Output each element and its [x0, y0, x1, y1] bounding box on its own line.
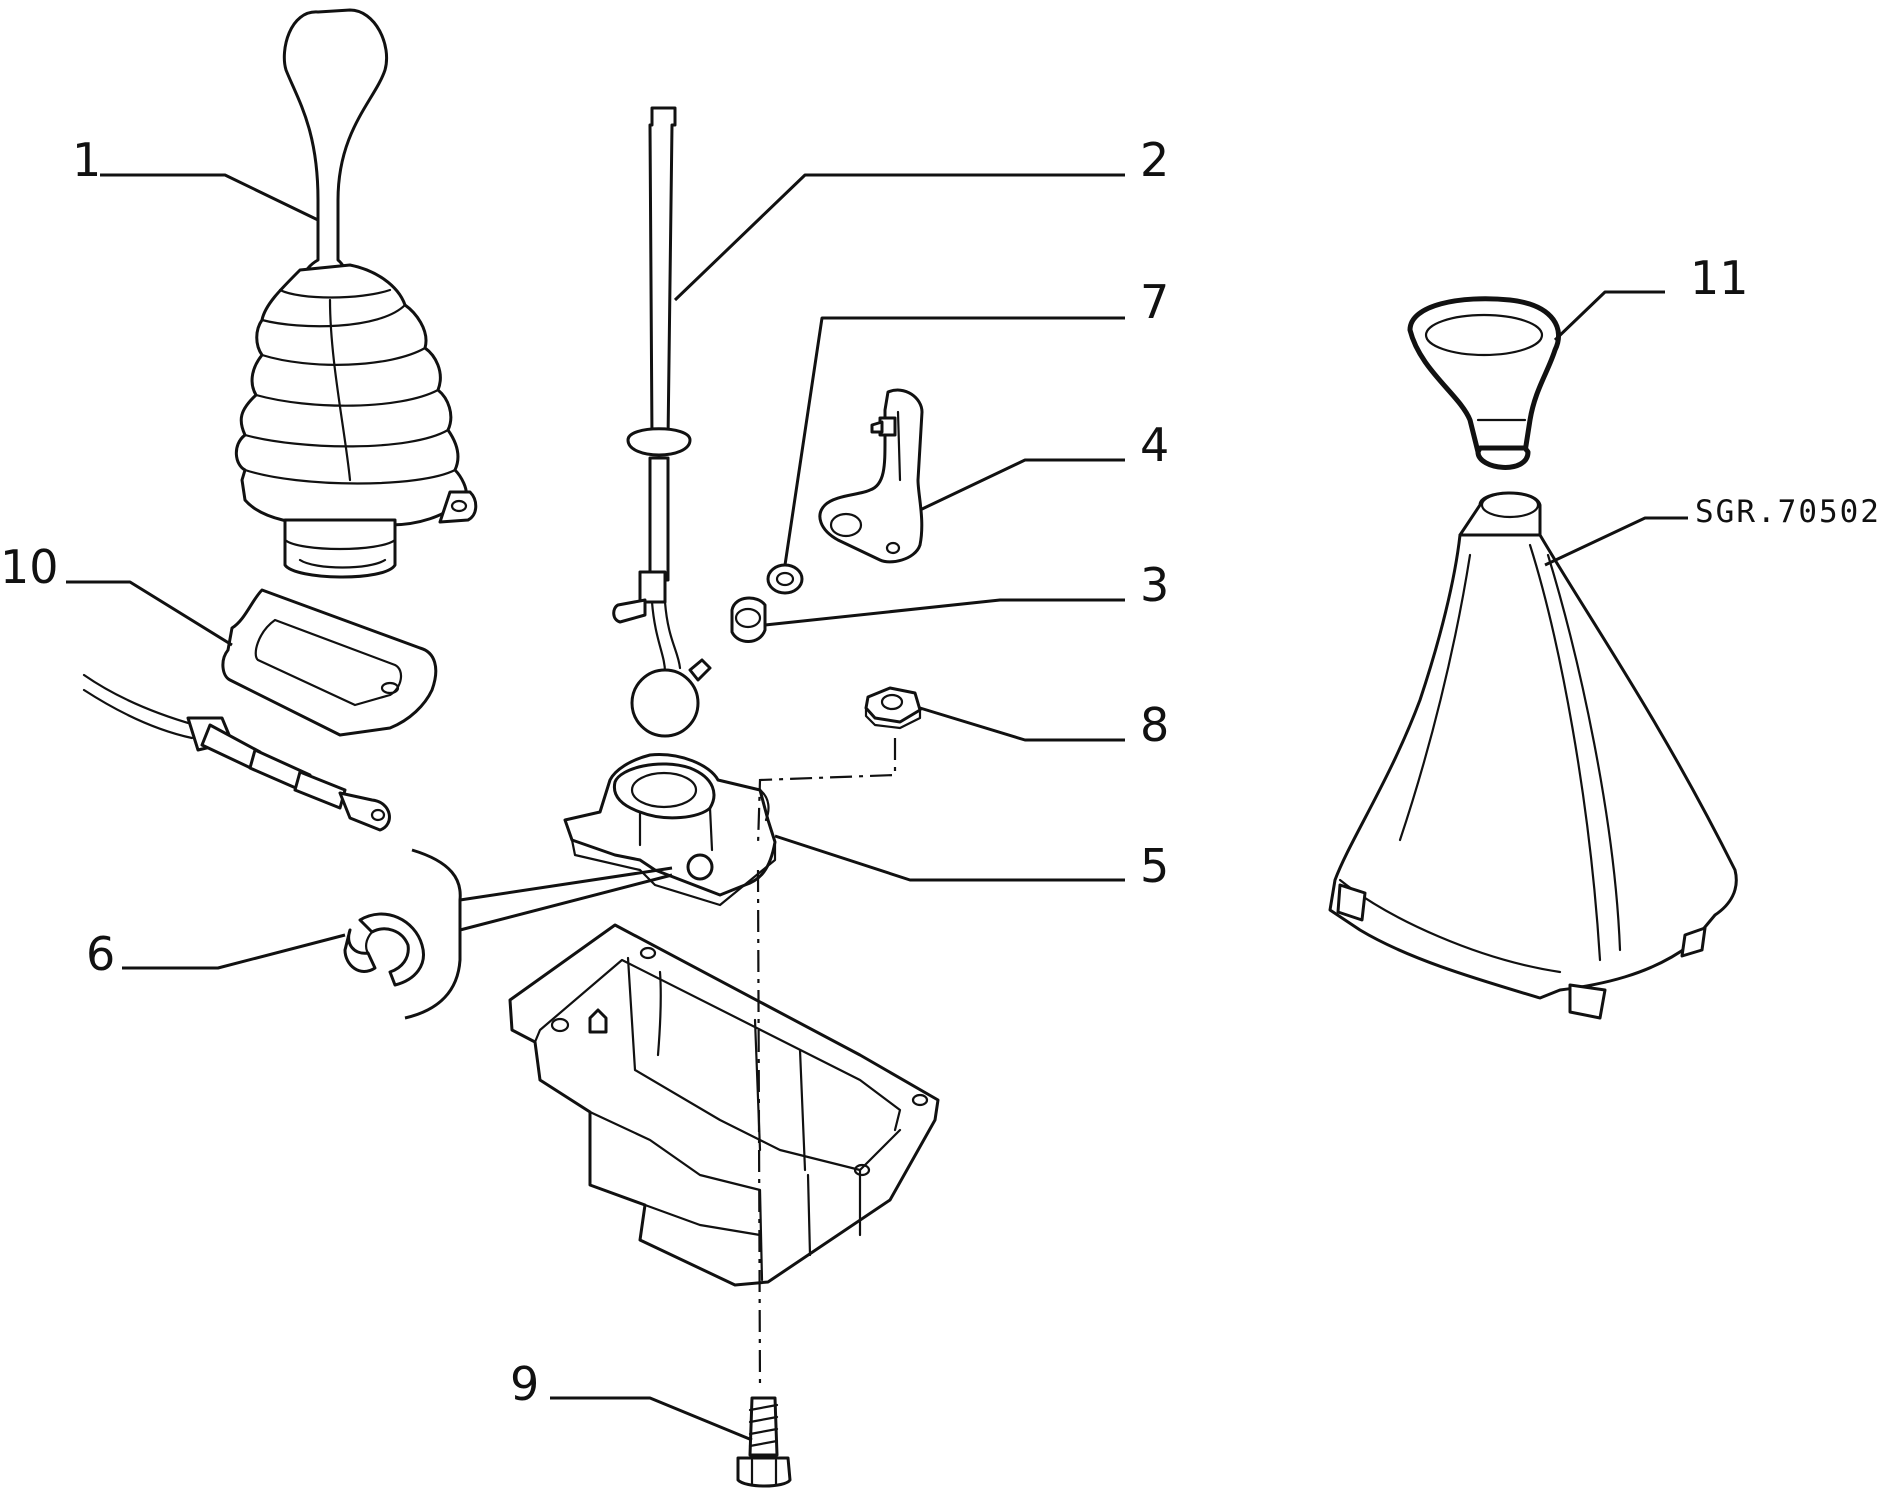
- leader-1: [100, 173, 319, 222]
- assembly-axis-nut: [756, 738, 897, 846]
- callout-11: 11: [1690, 251, 1749, 305]
- leader-5: [774, 834, 1125, 882]
- leader-9: [550, 1396, 753, 1442]
- leader-8: [919, 706, 1125, 742]
- shift-cable: [82, 673, 391, 832]
- leader-2: [673, 173, 1125, 302]
- gear-boot-cover: [1328, 491, 1738, 1020]
- callout-9: 9: [510, 1357, 539, 1411]
- leader-11: [1553, 290, 1665, 342]
- callout-5: 5: [1140, 839, 1169, 893]
- assembly-axis-bolt: [756, 869, 762, 1391]
- part-2-selector-rod: [612, 106, 712, 738]
- housing-base-tray: [508, 923, 940, 1287]
- callout-8: 8: [1140, 698, 1169, 752]
- part-11-knob: [1407, 296, 1561, 470]
- leader-6: [122, 933, 346, 970]
- callout-7: 7: [1140, 275, 1169, 329]
- leader-4: [919, 458, 1125, 512]
- leader-6-bracket-1: [459, 866, 673, 902]
- part-5-shift-housing: [563, 753, 777, 907]
- part-7-washer: [766, 563, 804, 595]
- callout-1: 1: [72, 133, 101, 187]
- callout-4: 4: [1140, 418, 1169, 472]
- callout-6: 6: [86, 927, 115, 981]
- leader-10: [66, 580, 233, 647]
- leader-6-bracket-2: [459, 873, 673, 932]
- leader-3: [764, 598, 1125, 627]
- callout-10: 10: [0, 540, 59, 594]
- part-9-bolt: [736, 1396, 792, 1488]
- part-4-selector-bracket: [818, 388, 924, 564]
- reference-code: SGR.70502: [1695, 494, 1880, 530]
- part-6-circlip: [343, 912, 425, 987]
- part-1-gear-lever-boot: [234, 8, 478, 579]
- part-3-bushing: [730, 596, 767, 643]
- callout-3: 3: [1140, 558, 1169, 612]
- leader-sgr: [1544, 516, 1688, 567]
- callout-2: 2: [1140, 133, 1169, 187]
- part-8-nut: [864, 686, 922, 730]
- part-10-gasket: [221, 588, 438, 737]
- leader-7: [783, 316, 1125, 566]
